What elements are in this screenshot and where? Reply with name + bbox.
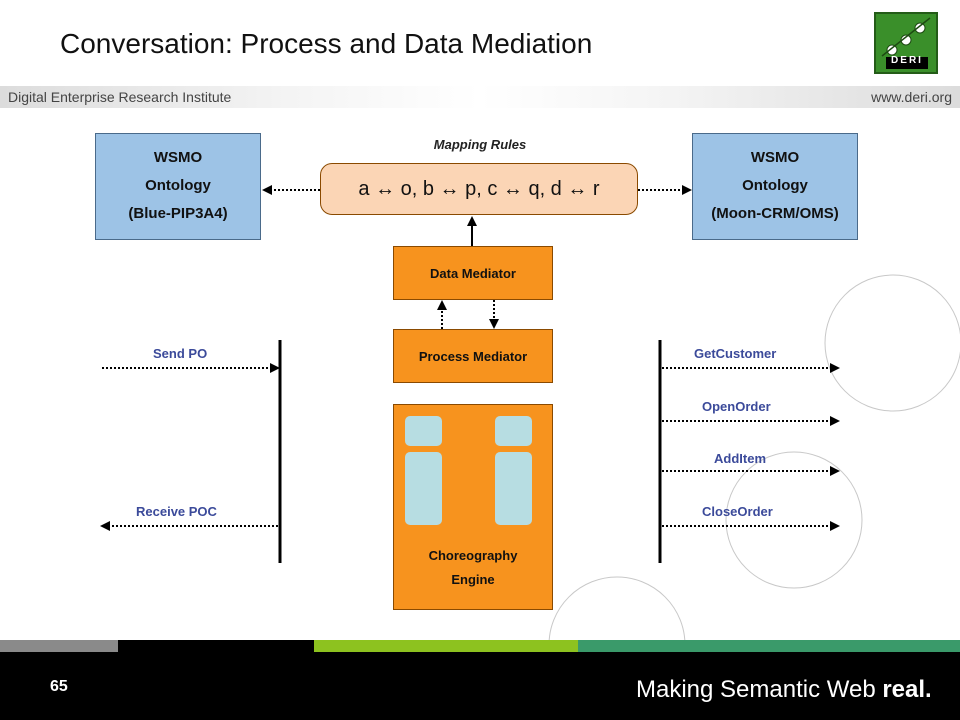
header-banner <box>0 86 960 108</box>
website-link[interactable]: www.deri.org <box>871 89 952 105</box>
right-ontology-line1: WSMO <box>750 149 800 166</box>
deri-logo <box>874 12 938 74</box>
right-ontology-line2: Ontology <box>742 177 808 194</box>
slogan: Making Semantic Web real. <box>636 676 932 704</box>
right-ontology-line3: (Moon-CRM/OMS) <box>711 205 839 222</box>
left-ontology-box: WSMO Ontology (Blue-PIP3A4) <box>95 133 261 240</box>
choreography-engine-box <box>393 404 553 610</box>
closeorder-label: CloseOrder <box>702 504 773 519</box>
additem-label: AddItem <box>714 451 766 466</box>
slogan-prefix: Making Semantic Web <box>636 676 883 703</box>
logo-text: DERI <box>891 55 923 66</box>
institute-name: Digital Enterprise Research Institute <box>8 89 232 105</box>
right-ontology-box: WSMO Ontology (Moon-CRM/OMS) <box>692 133 858 240</box>
left-ontology-line1: WSMO <box>153 149 203 166</box>
left-ontology-line3: (Blue-PIP3A4) <box>128 205 228 222</box>
logo-graphic <box>881 17 931 69</box>
openorder-label: OpenOrder <box>702 399 771 414</box>
choreography-line2: Engine <box>451 572 495 587</box>
choreography-engine-label: Choreography Engine <box>394 544 552 592</box>
process-mediator-box: Process Mediator <box>393 329 553 383</box>
receive-poc-label: Receive POC <box>136 504 217 519</box>
mapping-rules-label: Mapping Rules <box>433 137 527 152</box>
left-ontology-line2: Ontology <box>145 177 211 194</box>
engine-slot <box>495 452 532 525</box>
engine-slot <box>495 416 532 446</box>
deco-circle <box>725 451 863 589</box>
page-number: 65 <box>50 678 68 695</box>
mapping-rules-box: a ↔ o, b ↔ p, c ↔ q, d ↔ r <box>320 163 638 215</box>
engine-slot <box>405 416 442 446</box>
engine-slot <box>405 452 442 525</box>
slogan-emphasis: real. <box>882 676 932 703</box>
choreography-line1: Choreography <box>428 548 518 563</box>
footer-bar <box>0 652 960 720</box>
deco-circle <box>824 274 960 412</box>
footer-color-stripe <box>0 640 960 652</box>
getcustomer-label: GetCustomer <box>694 346 777 361</box>
data-mediator-box: Data Mediator <box>393 246 553 300</box>
send-po-label: Send PO <box>153 346 208 361</box>
slide-title: Conversation: Process and Data Mediation <box>60 28 593 59</box>
